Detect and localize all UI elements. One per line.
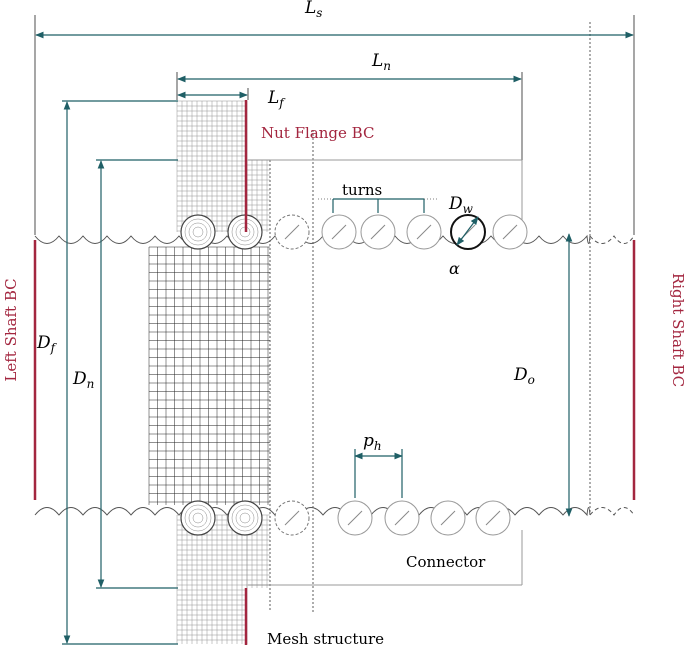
balls: [180, 214, 528, 536]
mesh-structure-label: Mesh structure: [267, 630, 384, 648]
dimension-lines: [35, 31, 634, 645]
shaft-profile-bottom: [34, 507, 635, 517]
ball-bottom-0-mesh-ring: [184, 504, 212, 532]
ball-top-0: [180, 214, 216, 250]
nut-flange-bc-label: Nut Flange BC: [261, 124, 374, 142]
ball-bottom-1-mesh-ring: [231, 504, 259, 532]
ball-bottom-0: [180, 500, 216, 536]
ball-top-7-contact-line: [502, 224, 518, 240]
left-shaft-bc-label: Left Shaft BC: [2, 278, 20, 381]
ball-top-5-contact-line: [416, 224, 432, 240]
nut-flange-mesh: [176, 100, 270, 644]
turns-bracket: [332, 198, 425, 213]
Df-label: Df: [36, 333, 58, 355]
ball-bottom-6-contact-line: [485, 510, 501, 526]
ball-bottom-3-contact-line: [347, 510, 363, 526]
Dn-label: Dn: [72, 369, 94, 391]
ph-label: ph: [363, 431, 382, 453]
connector-label: Connector: [406, 553, 486, 571]
ball-bottom-0-mesh-ring: [188, 508, 208, 528]
ball-bottom-0-mesh-ring: [192, 512, 204, 524]
Lf-label: Lf: [267, 88, 286, 110]
ball-top-2-contact-line: [284, 224, 300, 240]
ball-bottom-1-mesh-ring: [235, 508, 255, 528]
ball-top-0-mesh-ring: [188, 222, 208, 242]
shaft-bottom-thread: [34, 507, 591, 517]
dotted-section-lines: [269, 22, 591, 612]
ball-top-0-mesh-ring: [184, 218, 212, 246]
Dw-label: Dw: [448, 194, 474, 216]
turns-label: turns: [342, 181, 382, 199]
alpha-label: α: [449, 259, 460, 278]
connector-outline: [248, 530, 523, 586]
ball-top-4-contact-line: [370, 224, 386, 240]
ball-bottom-1-mesh-ring: [239, 512, 251, 524]
bc-bars: [33, 100, 636, 645]
right-shaft-bc-label: Right Shaft BC: [669, 273, 685, 387]
ball-bottom-1: [227, 500, 263, 536]
ball-bottom-4-contact-line: [394, 510, 410, 526]
Dw-dimension: [456, 216, 479, 246]
ball-bottom-2-contact-line: [284, 510, 300, 526]
shaft-top-thread-dashed: [589, 235, 635, 244]
Ln-label: Ln: [371, 51, 391, 73]
Do-label: Do: [513, 365, 535, 387]
ball-bottom-5-contact-line: [440, 510, 456, 526]
ball-top-3-contact-line: [331, 224, 347, 240]
shaft-mesh: [148, 246, 270, 505]
extension-lines: [34, 15, 635, 235]
ball-top-0-mesh-ring: [192, 226, 204, 238]
shaft-bottom-thread-dashed: [589, 507, 635, 516]
Ls-label: Ls: [304, 0, 322, 20]
